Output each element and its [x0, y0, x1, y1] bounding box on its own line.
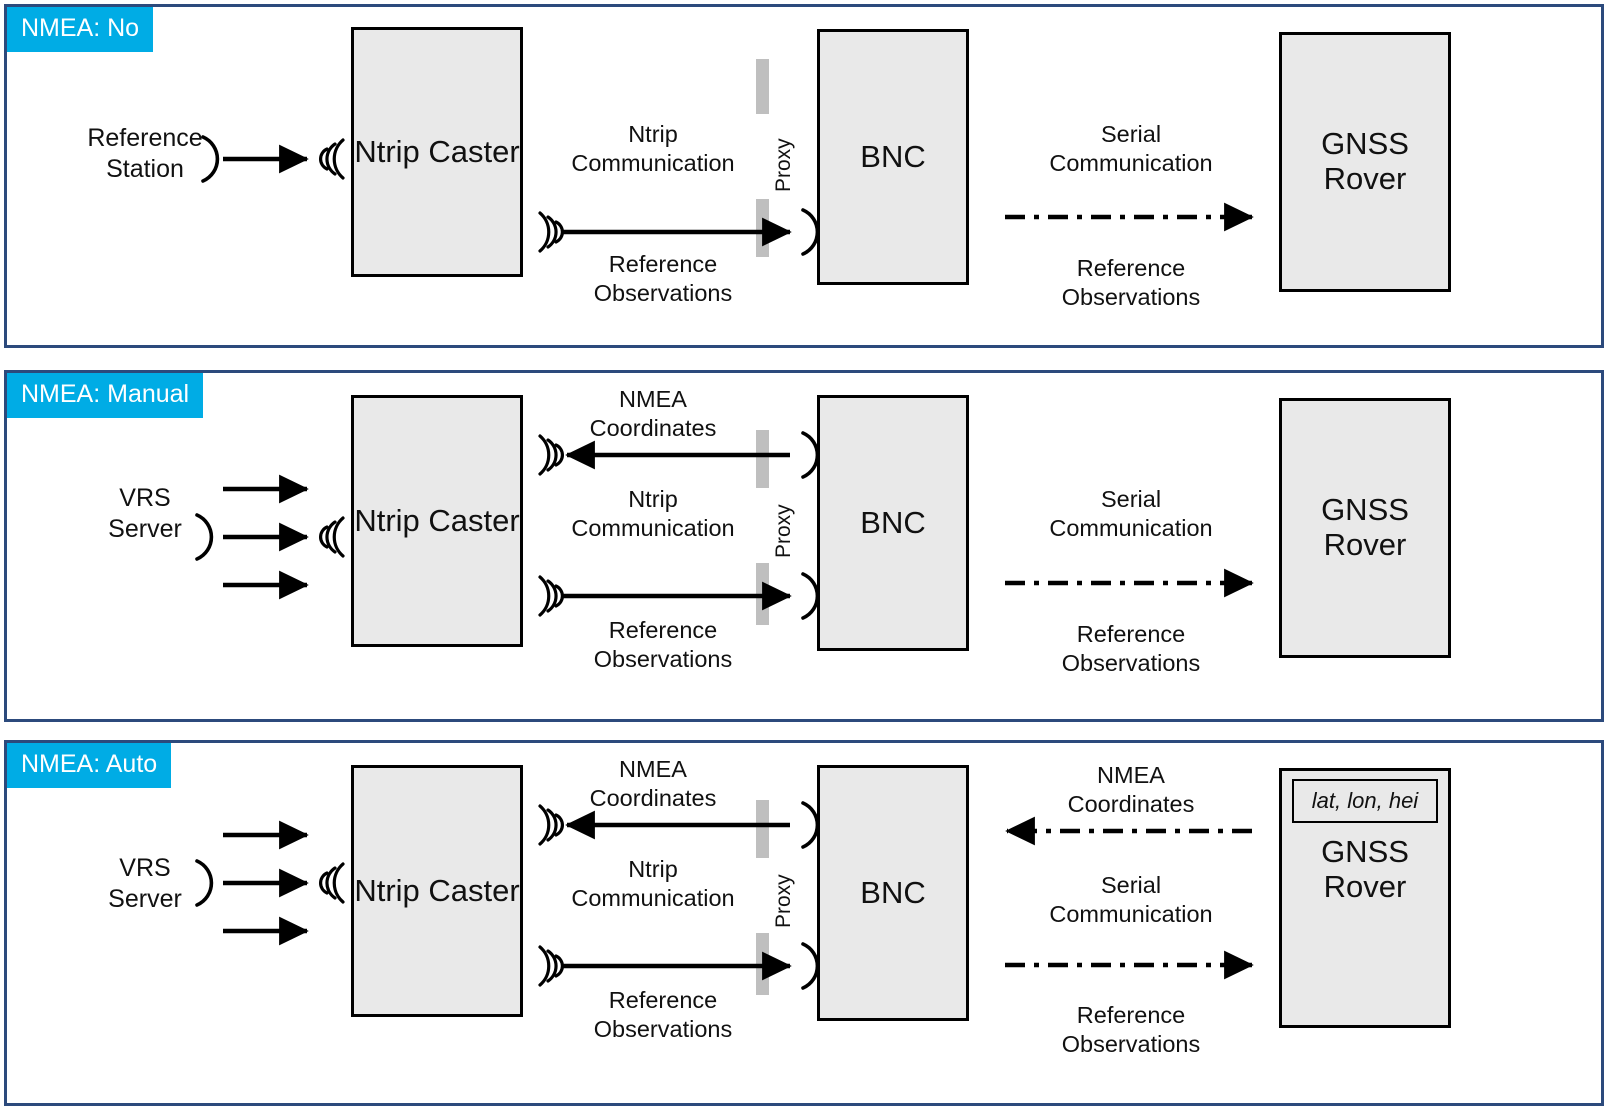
node-bnc: BNC — [817, 395, 969, 651]
antenna-transmit-caster-refobs — [538, 575, 565, 617]
label-nmea-coordinates-left: NMEA Coordinates — [589, 756, 717, 812]
proxy-label: Proxy — [772, 504, 795, 558]
node-ntrip-caster: Ntrip Caster — [351, 27, 523, 277]
label-ntrip-communication: Ntrip Communication — [571, 486, 735, 542]
emitter-arc-bnc-nmea — [801, 431, 820, 479]
node-gnss-rover: lat, lon, hei GNSS Rover — [1279, 768, 1451, 1028]
receiver-arc-bnc — [801, 942, 820, 990]
panel-nmea-manual: NMEA: Manual VRS Server Ntrip Caster BNC… — [4, 370, 1604, 722]
rover-coordinates-box: lat, lon, hei — [1292, 779, 1438, 823]
node-ntrip-caster: Ntrip Caster — [351, 395, 523, 647]
node-gnss-rover: GNSS Rover — [1279, 398, 1451, 658]
proxy-label: Proxy — [772, 138, 795, 192]
proxy-label: Proxy — [772, 874, 795, 928]
label-ntrip-communication: Ntrip Communication — [571, 121, 735, 177]
panel-badge-nmea-manual: NMEA: Manual — [7, 373, 204, 418]
antenna-receive-caster — [318, 516, 345, 558]
proxy-bar-top — [756, 59, 769, 114]
label-reference-observations-mid: Reference Observations — [593, 617, 733, 673]
label-nmea-coordinates: NMEA Coordinates — [589, 386, 717, 442]
panel-nmea-auto: NMEA: Auto VRS Server Ntrip Caster BNC l… — [4, 740, 1604, 1106]
label-serial-communication: Serial Communication — [1049, 872, 1213, 928]
panel-badge-nmea-no: NMEA: No — [7, 7, 154, 52]
node-bnc: BNC — [817, 765, 969, 1021]
node-gnss-rover-label: GNSS Rover — [1321, 834, 1409, 904]
panel-nmea-no: NMEA: No Reference Station Ntrip Caster … — [4, 4, 1604, 348]
label-reference-observations-mid: Reference Observations — [593, 987, 733, 1043]
label-reference-observations-right: Reference Observations — [1061, 1002, 1201, 1058]
proxy-bar-bottom — [756, 199, 769, 257]
label-serial-communication: Serial Communication — [1049, 486, 1213, 542]
receiver-arc-bnc — [801, 208, 820, 256]
reference-station-label: Reference Station — [87, 124, 203, 184]
antenna-receive-caster — [318, 862, 345, 904]
label-ntrip-communication: Ntrip Communication — [571, 856, 735, 912]
label-nmea-coordinates-right: NMEA Coordinates — [1067, 762, 1195, 818]
antenna-receive-caster — [318, 138, 345, 180]
label-serial-communication: Serial Communication — [1049, 121, 1213, 177]
vrs-server-label: VRS Server — [108, 854, 182, 914]
panel-badge-nmea-auto: NMEA: Auto — [7, 743, 172, 788]
proxy-bar-top — [756, 430, 769, 488]
vrs-server-label: VRS Server — [108, 484, 182, 544]
receiver-arc-bnc — [801, 572, 820, 620]
label-reference-observations-right: Reference Observations — [1061, 255, 1201, 311]
node-gnss-rover: GNSS Rover — [1279, 32, 1451, 292]
proxy-bar-top — [756, 800, 769, 858]
label-reference-observations-right: Reference Observations — [1061, 621, 1201, 677]
antenna-transmit-caster-refobs — [538, 211, 565, 253]
antenna-transmit-caster-refobs — [538, 945, 565, 987]
node-ntrip-caster: Ntrip Caster — [351, 765, 523, 1017]
node-bnc: BNC — [817, 29, 969, 285]
label-reference-observations-mid: Reference Observations — [593, 251, 733, 307]
emitter-arc-bnc-nmea — [801, 801, 820, 849]
